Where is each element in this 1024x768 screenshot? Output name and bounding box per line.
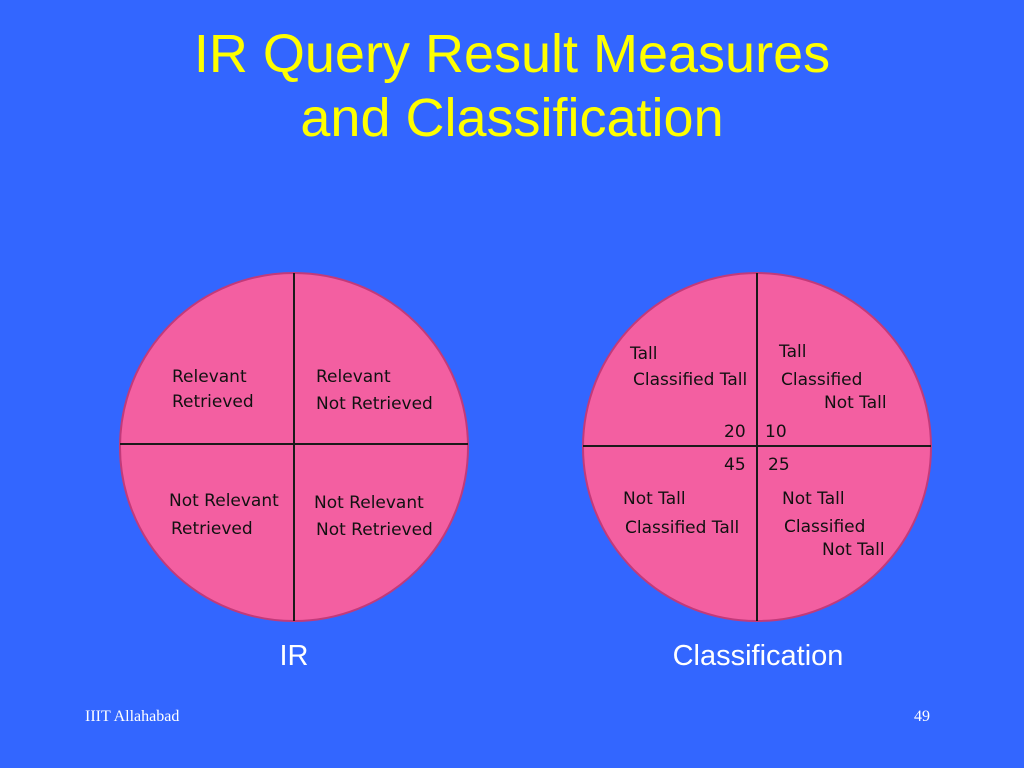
cls-top-right-line2: Classified xyxy=(781,370,862,390)
cls-bottom-left-line1: Not Tall xyxy=(623,489,686,509)
ir-bottom-right-line2: Not Retrieved xyxy=(316,520,433,540)
ir-top-right-line1: Relevant xyxy=(316,367,391,387)
classification-caption: Classification xyxy=(672,640,844,672)
ir-circle-diagram: Relevant Retrieved Relevant Not Retrieve… xyxy=(119,272,469,622)
cls-top-right-count: 10 xyxy=(765,422,787,442)
title-line-1: IR Query Result Measures xyxy=(193,24,831,84)
cls-top-left-line2: Classified Tall xyxy=(633,370,747,390)
cls-bottom-right-line2: Classified xyxy=(784,517,865,537)
classification-circle-diagram: Tall Classified Tall 20 Tall Classified … xyxy=(582,272,932,622)
ir-top-right-line2: Not Retrieved xyxy=(316,394,433,414)
title-line-2: and Classification xyxy=(300,88,724,148)
cls-top-right-line1: Tall xyxy=(778,342,806,362)
cls-bottom-left-line2: Classified Tall xyxy=(625,518,739,538)
ir-top-left-line1: Relevant xyxy=(172,367,247,387)
cls-top-left-count: 20 xyxy=(724,422,746,442)
ir-bottom-right-line1: Not Relevant xyxy=(314,493,424,513)
cls-bottom-right-line3: Not Tall xyxy=(822,540,885,560)
cls-top-right-line3: Not Tall xyxy=(824,393,887,413)
slide-title: IR Query Result Measures and Classificat… xyxy=(0,22,1024,150)
page-number: 49 xyxy=(914,708,930,725)
cls-bottom-right-line1: Not Tall xyxy=(782,489,845,509)
cls-bottom-left-count: 45 xyxy=(724,455,746,475)
ir-top-left-line2: Retrieved xyxy=(172,392,254,412)
ir-bottom-left-line2: Retrieved xyxy=(171,519,253,539)
cls-bottom-right-count: 25 xyxy=(768,455,790,475)
footer-org: IIIT Allahabad xyxy=(85,708,180,725)
ir-bottom-left-line1: Not Relevant xyxy=(169,491,279,511)
cls-top-left-line1: Tall xyxy=(629,344,657,364)
ir-caption: IR xyxy=(279,640,309,672)
